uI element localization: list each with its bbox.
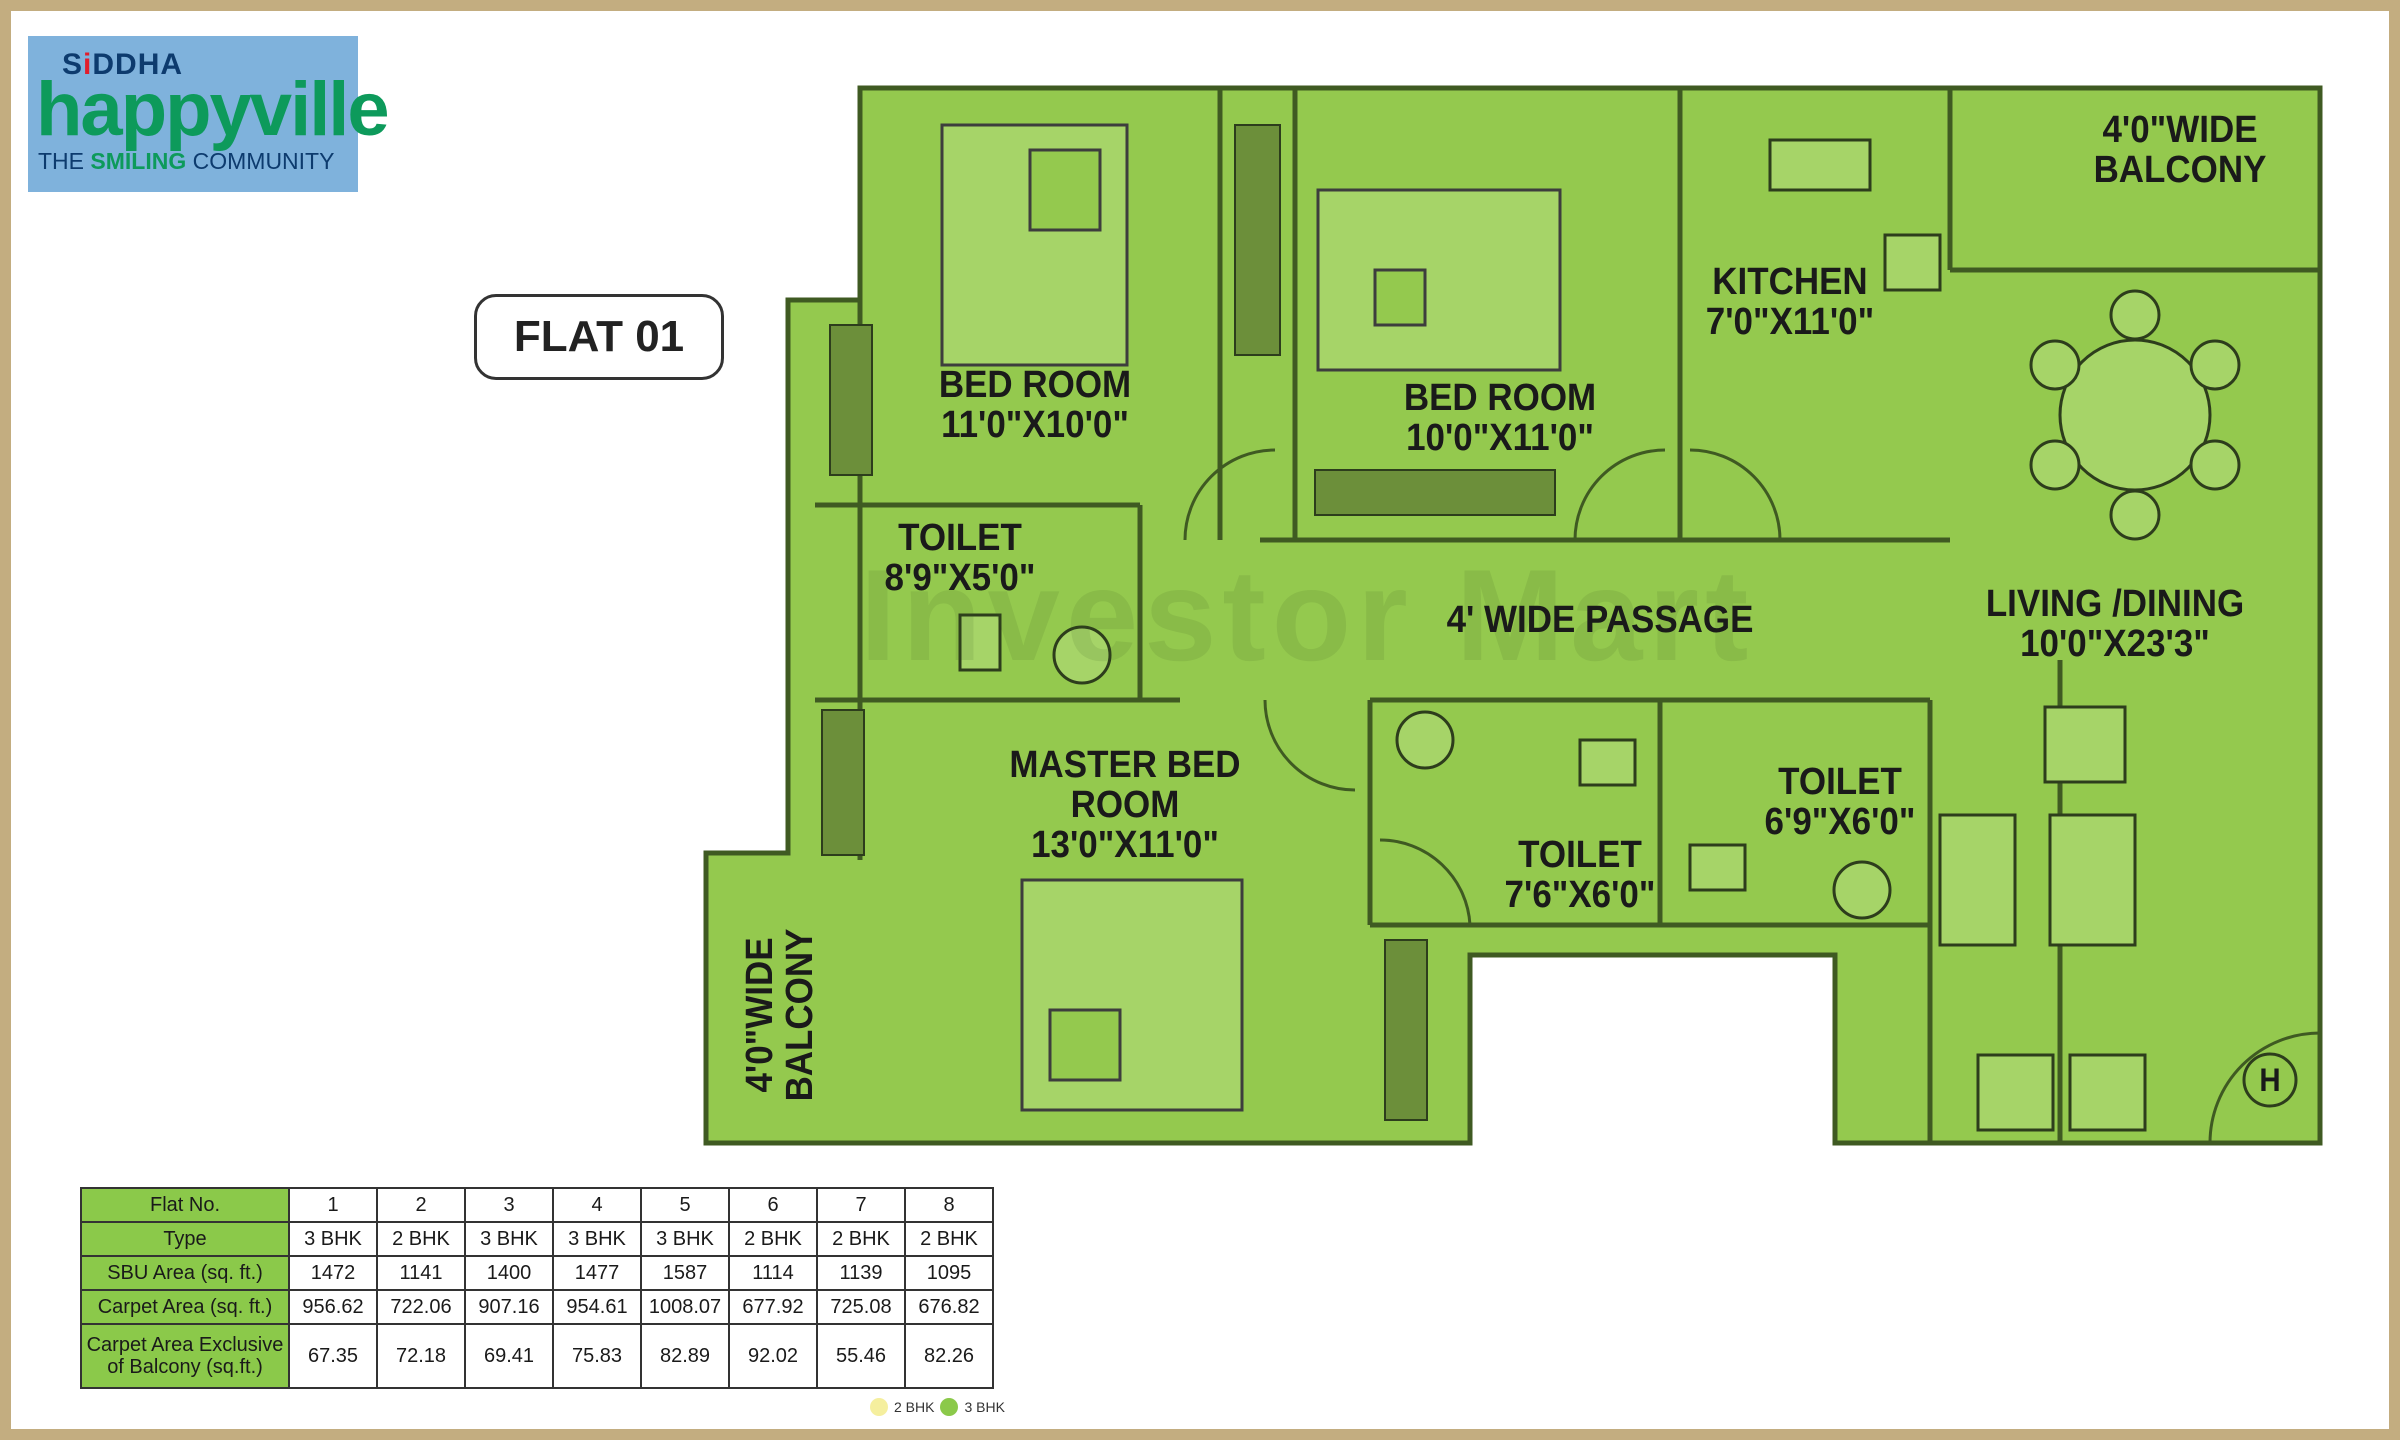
brand-company: SiDDHA xyxy=(62,48,184,81)
table-cell: Carpet Area Exclusive of Balcony (sq.ft.… xyxy=(80,1323,290,1389)
flat-callout: FLAT 01 xyxy=(474,294,724,380)
table-cell: 677.92 xyxy=(728,1289,818,1325)
table-row: SBU Area (sq. ft.) 1472 1141 1400 1477 1… xyxy=(80,1255,994,1291)
table-cell: 3 xyxy=(464,1187,554,1223)
table-cell: 1 xyxy=(288,1187,378,1223)
table-cell: 67.35 xyxy=(288,1323,378,1389)
legend-label-3bhk: 3 BHK xyxy=(964,1399,1005,1415)
table-cell: 8 xyxy=(904,1187,994,1223)
table-cell: 1008.07 xyxy=(640,1289,730,1325)
table-cell: 3 BHK xyxy=(640,1221,730,1257)
table-row: Type 3 BHK 2 BHK 3 BHK 3 BHK 3 BHK 2 BHK… xyxy=(80,1221,994,1257)
table-cell: 3 BHK xyxy=(464,1221,554,1257)
table-cell: 954.61 xyxy=(552,1289,642,1325)
legend-swatch-2bhk xyxy=(870,1398,888,1416)
table-cell: 82.89 xyxy=(640,1323,730,1389)
table-cell: 2 BHK xyxy=(816,1221,906,1257)
table-cell: 82.26 xyxy=(904,1323,994,1389)
table-cell: 1139 xyxy=(816,1255,906,1291)
legend-swatch-3bhk xyxy=(940,1398,959,1416)
table-cell: 676.82 xyxy=(904,1289,994,1325)
table-cell: Type xyxy=(80,1221,290,1257)
brand-project: happyville xyxy=(36,67,390,152)
table-cell: Carpet Area (sq. ft.) xyxy=(80,1289,290,1325)
table-cell: 72.18 xyxy=(376,1323,466,1389)
bhk-legend: 2 BHK 3 BHK xyxy=(870,1398,1005,1416)
brand-tagline: THE SMILING COMMUNITY xyxy=(38,148,335,174)
bed-2 xyxy=(1316,188,1562,372)
table-cell: 907.16 xyxy=(464,1289,554,1325)
table-row: Flat No. 1 2 3 4 5 6 7 8 xyxy=(80,1187,994,1223)
table-cell: 1477 xyxy=(552,1255,642,1291)
table-cell: 1400 xyxy=(464,1255,554,1291)
floor-balcony-left xyxy=(706,853,866,1143)
table-cell: 75.83 xyxy=(552,1323,642,1389)
table-cell: 5 xyxy=(640,1187,730,1223)
table-cell: 2 BHK xyxy=(728,1221,818,1257)
table-cell: 722.06 xyxy=(376,1289,466,1325)
table-row: Carpet Area (sq. ft.) 956.62 722.06 907.… xyxy=(80,1289,994,1325)
table-cell: SBU Area (sq. ft.) xyxy=(80,1255,290,1291)
table-cell: 1587 xyxy=(640,1255,730,1291)
table-cell: 4 xyxy=(552,1187,642,1223)
outer-wall xyxy=(703,85,2323,1146)
table-cell: 1114 xyxy=(728,1255,818,1291)
table-cell: 3 BHK xyxy=(552,1221,642,1257)
table-cell: 92.02 xyxy=(728,1323,818,1389)
table-cell: 3 BHK xyxy=(288,1221,378,1257)
table-cell: 956.62 xyxy=(288,1289,378,1325)
table-cell: 1095 xyxy=(904,1255,994,1291)
table-cell: 69.41 xyxy=(464,1323,554,1389)
flat-area-table: Flat No. 1 2 3 4 5 6 7 8 Type 3 BHK 2 BH… xyxy=(80,1187,994,1389)
legend-label-2bhk: 2 BHK xyxy=(894,1399,935,1415)
watermark: Investor Mart xyxy=(860,542,1755,688)
table-cell: 2 xyxy=(376,1187,466,1223)
table-cell: 55.46 xyxy=(816,1323,906,1389)
table-cell: 1472 xyxy=(288,1255,378,1291)
label-h-mark: H xyxy=(2259,1062,2281,1098)
label-passage: 4' WIDE PASSAGE xyxy=(1446,599,1754,641)
table-cell: 725.08 xyxy=(816,1289,906,1325)
brand-logo: SiDDHA happyville THE SMILING COMMUNITY xyxy=(28,36,390,192)
table-cell: Flat No. xyxy=(80,1187,290,1223)
table-cell: 6 xyxy=(728,1187,818,1223)
notch xyxy=(1470,955,1835,1145)
table-cell: 7 xyxy=(816,1187,906,1223)
table-cell: 2 BHK xyxy=(904,1221,994,1257)
table-cell: 2 BHK xyxy=(376,1221,466,1257)
table-row: Carpet Area Exclusive of Balcony (sq.ft.… xyxy=(80,1323,994,1389)
table-cell: 1141 xyxy=(376,1255,466,1291)
